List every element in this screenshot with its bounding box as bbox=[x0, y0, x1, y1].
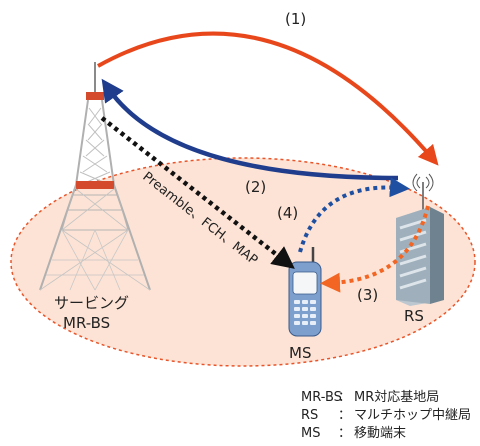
legend-sep: ： bbox=[338, 426, 351, 441]
legend-desc: 移動端末 bbox=[354, 426, 406, 441]
arrow-1 bbox=[97, 31, 439, 166]
arrow-4-label: (4) bbox=[277, 204, 298, 222]
legend-desc: マルチホップ中継局 bbox=[354, 408, 471, 423]
ms-label: MS bbox=[289, 344, 311, 362]
mobile-phone-icon bbox=[288, 247, 322, 337]
legend-sep: ： bbox=[338, 390, 351, 405]
bs-label-line1: サービング bbox=[54, 294, 129, 312]
legend-sep: ： bbox=[338, 408, 351, 423]
legend-term: MS bbox=[301, 426, 320, 441]
legend-term: RS bbox=[301, 408, 318, 423]
bs-label-line2: MR-BS bbox=[63, 314, 110, 332]
arrow-1-label: (1) bbox=[285, 10, 306, 28]
arrow-2 bbox=[101, 78, 399, 181]
tower-icon bbox=[39, 62, 151, 291]
coverage-cell bbox=[10, 157, 476, 367]
legend-desc: MR対応基地局 bbox=[354, 390, 439, 405]
legend-term: MR-BS bbox=[301, 390, 342, 405]
arrow-3 bbox=[320, 205, 430, 293]
arrow-4 bbox=[298, 177, 410, 253]
legend: MR-BS ： MR対応基地局 RS ： マルチホップ中継局 MS ： 移動端末 bbox=[301, 390, 471, 441]
rs-label: RS bbox=[404, 307, 424, 325]
arrow-3-label: (3) bbox=[357, 286, 378, 304]
arrow-dotted-message bbox=[100, 116, 295, 269]
arrow-2-label: (2) bbox=[245, 178, 266, 196]
relay-station-building-icon bbox=[396, 173, 444, 306]
